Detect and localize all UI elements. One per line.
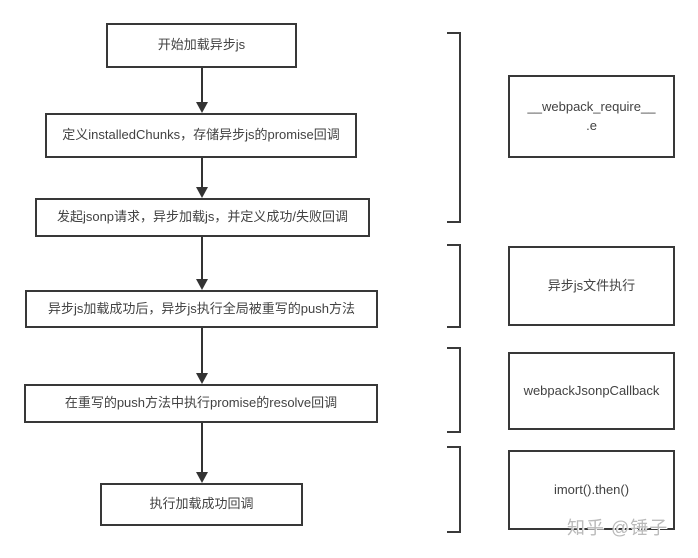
annotation-webpack-require-e: __webpack_require__ .e: [508, 75, 675, 158]
arrow-line: [200, 158, 203, 187]
arrow-line: [200, 237, 203, 279]
flow-node-jsonp-request: 发起jsonp请求，异步加载js，并定义成功/失败回调: [35, 198, 370, 237]
arrow-head-down-icon: [195, 102, 208, 113]
flow-arrow-5: [195, 423, 208, 483]
arrow-head-down-icon: [195, 187, 208, 198]
annotation-async-js-execute: 异步js文件执行: [508, 246, 675, 326]
annotation-import-then: imort().then(): [508, 450, 675, 530]
group-bracket-1: [447, 32, 461, 223]
group-bracket-2: [447, 244, 461, 328]
flow-node-success-callback: 执行加载成功回调: [100, 483, 303, 526]
arrow-head-down-icon: [195, 373, 208, 384]
zhihu-watermark: 知乎 @锤子: [567, 518, 669, 538]
group-bracket-3: [447, 347, 461, 433]
flow-node-resolve-callback: 在重写的push方法中执行promise的resolve回调: [24, 384, 378, 423]
flow-node-push-executed: 异步js加载成功后，异步js执行全局被重写的push方法: [25, 290, 378, 328]
arrow-line: [200, 423, 203, 472]
flow-arrow-4: [195, 328, 208, 384]
flow-arrow-3: [195, 237, 208, 290]
annotation-webpack-jsonp-callback: webpackJsonpCallback: [508, 352, 675, 430]
arrow-head-down-icon: [195, 279, 208, 290]
group-bracket-4: [447, 446, 461, 533]
flow-arrow-1: [195, 68, 208, 113]
flow-node-start: 开始加载异步js: [106, 23, 297, 68]
arrow-line: [200, 328, 203, 373]
flow-node-installed-chunks: 定义installedChunks，存储异步js的promise回调: [45, 113, 357, 158]
arrow-line: [200, 68, 203, 102]
flow-arrow-2: [195, 158, 208, 198]
arrow-head-down-icon: [195, 472, 208, 483]
